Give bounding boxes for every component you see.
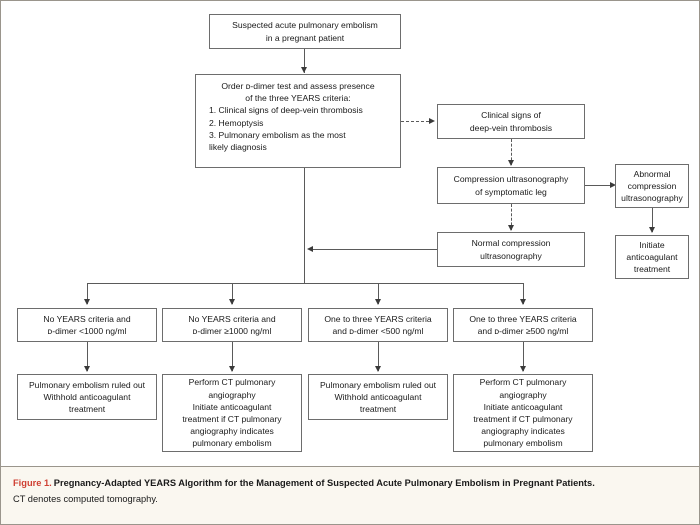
node-initiate-anticoagulant-treatment[interactable]: Initiate anticoagulant treatment	[615, 235, 689, 279]
connector-compression-to-normal	[511, 204, 512, 230]
arrow-compression-to-abnormal	[610, 182, 616, 188]
node-suspected-pe[interactable]: Suspected acute pulmonary embolism in a …	[209, 14, 401, 49]
node-normal-compression-ultrasonography[interactable]: Normal compression ultrasonography	[437, 232, 585, 267]
arrow-drop-branch-2	[229, 299, 235, 305]
arrow-drop-branch-1	[84, 299, 90, 305]
arrow-drop-branch-4	[520, 299, 526, 305]
node-branch-2-criteria-label: No YEARS criteria and ᴅ-dimer ≥1000 ng/m…	[188, 313, 276, 336]
node-branch-4-criteria[interactable]: One to three YEARS criteria and ᴅ-dimer …	[453, 308, 593, 342]
connector-drop-branch-4	[523, 283, 524, 304]
connector-start-to-assess	[304, 49, 305, 73]
node-order-ddimer-years[interactable]: Order ᴅ-dimer test and assess presence o…	[195, 74, 401, 168]
arrow-branch-3-to-outcome	[375, 366, 381, 372]
node-branch-3-outcome-label: Pulmonary embolism ruled out Withhold an…	[319, 379, 437, 415]
arrow-start-to-assess	[301, 67, 307, 73]
figure-caption: Figure 1.Pregnancy-Adapted YEARS Algorit…	[1, 466, 699, 524]
figure-note: CT denotes computed tomography.	[13, 494, 158, 505]
connector-normal-to-spine	[313, 249, 437, 250]
figure-caption-title-line: Figure 1.Pregnancy-Adapted YEARS Algorit…	[13, 476, 689, 507]
node-assess-criterion-1: 1. Clinical signs of deep-vein thrombosi…	[209, 105, 363, 116]
connector-drop-branch-2	[232, 283, 233, 304]
connector-distribution-bar	[87, 283, 523, 284]
node-branch-1-outcome-label: Pulmonary embolism ruled out Withhold an…	[28, 379, 146, 415]
arrow-assess-to-dvt	[429, 118, 435, 124]
connector-assess-to-dvt	[401, 121, 429, 122]
node-compression-ultrasonography-label: Compression ultrasonography of symptomat…	[453, 174, 569, 197]
connector-drop-branch-1	[87, 283, 88, 304]
figure-number: Figure 1.	[13, 478, 52, 488]
arrow-abnormal-to-initiate	[649, 227, 655, 233]
node-branch-2-criteria[interactable]: No YEARS criteria and ᴅ-dimer ≥1000 ng/m…	[162, 308, 302, 342]
connector-assess-spine	[304, 168, 305, 283]
node-branch-4-outcome-label: Perform CT pulmonary angiography Initiat…	[473, 377, 573, 449]
connector-branch-3-to-outcome	[378, 342, 379, 371]
connector-branch-1-to-outcome	[87, 342, 88, 371]
node-suspected-pe-label: Suspected acute pulmonary embolism in a …	[232, 20, 378, 43]
node-assess-line2: of the three YEARS criteria:	[245, 93, 351, 104]
node-branch-2-outcome[interactable]: Perform CT pulmonary angiography Initiat…	[162, 374, 302, 452]
node-branch-3-outcome[interactable]: Pulmonary embolism ruled out Withhold an…	[308, 374, 448, 420]
node-branch-4-criteria-label: One to three YEARS criteria and ᴅ-dimer …	[469, 313, 577, 336]
node-clinical-signs-dvt[interactable]: Clinical signs of deep-vein thrombosis	[437, 104, 585, 139]
arrow-branch-2-to-outcome	[229, 366, 235, 372]
node-abnormal-compression-ultrasonography-label: Abnormal compression ultrasonography	[621, 168, 683, 204]
node-clinical-signs-dvt-label: Clinical signs of deep-vein thrombosis	[469, 110, 553, 133]
flowchart-diagram: Suspected acute pulmonary embolism in a …	[1, 1, 699, 467]
connector-abnormal-to-initiate	[652, 208, 653, 232]
connector-drop-branch-3	[378, 283, 379, 304]
connector-branch-2-to-outcome	[232, 342, 233, 371]
arrow-branch-1-to-outcome	[84, 366, 90, 372]
node-compression-ultrasonography[interactable]: Compression ultrasonography of symptomat…	[437, 167, 585, 204]
node-assess-line1: Order ᴅ-dimer test and assess presence	[221, 81, 375, 91]
node-branch-1-outcome[interactable]: Pulmonary embolism ruled out Withhold an…	[17, 374, 157, 420]
node-assess-criterion-2: 2. Hemoptysis	[209, 117, 264, 128]
arrow-compression-to-normal	[508, 225, 514, 231]
connector-branch-4-to-outcome	[523, 342, 524, 371]
node-normal-compression-ultrasonography-label: Normal compression ultrasonography	[471, 238, 551, 261]
node-branch-4-outcome[interactable]: Perform CT pulmonary angiography Initiat…	[453, 374, 593, 452]
node-branch-1-criteria[interactable]: No YEARS criteria and ᴅ-dimer <1000 ng/m…	[17, 308, 157, 342]
node-branch-3-criteria[interactable]: One to three YEARS criteria and ᴅ-dimer …	[308, 308, 448, 342]
node-assess-criterion-3: 3. Pulmonary embolism as the most likely…	[209, 129, 346, 153]
node-initiate-anticoagulant-treatment-label: Initiate anticoagulant treatment	[626, 239, 678, 275]
arrow-branch-4-to-outcome	[520, 366, 526, 372]
node-branch-2-outcome-label: Perform CT pulmonary angiography Initiat…	[182, 377, 282, 449]
figure-title: Pregnancy-Adapted YEARS Algorithm for th…	[53, 478, 595, 488]
node-branch-3-criteria-label: One to three YEARS criteria and ᴅ-dimer …	[324, 313, 432, 336]
node-abnormal-compression-ultrasonography[interactable]: Abnormal compression ultrasonography	[615, 164, 689, 208]
arrow-dvt-to-compression-us	[508, 160, 514, 166]
node-branch-1-criteria-label: No YEARS criteria and ᴅ-dimer <1000 ng/m…	[43, 313, 131, 336]
arrow-normal-to-spine	[307, 246, 313, 252]
connector-dvt-to-compression-us	[511, 139, 512, 165]
arrow-drop-branch-3	[375, 299, 381, 305]
connector-compression-to-abnormal	[585, 185, 610, 186]
